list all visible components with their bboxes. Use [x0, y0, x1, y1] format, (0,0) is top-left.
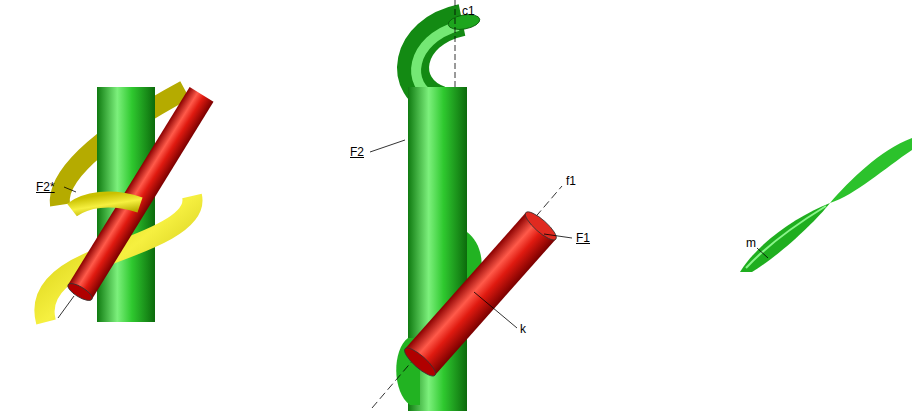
panel-two: [370, 0, 572, 411]
leader-line: [757, 248, 768, 258]
twist-highlight: [746, 206, 826, 268]
part-label: m: [746, 236, 756, 250]
axis-line: [58, 296, 74, 318]
twisted-lobe: [830, 138, 912, 203]
part-label: F2: [350, 145, 364, 159]
red-cylinder: [65, 87, 213, 304]
red-cylinder: [401, 208, 560, 380]
leader-line: [370, 140, 405, 152]
axis-line: [372, 186, 562, 408]
part-label: c1: [462, 4, 475, 18]
twisted-lobe: [740, 203, 830, 272]
yellow-band-front: [72, 200, 140, 210]
panel-one: [44, 87, 213, 322]
part-label: F2*: [36, 180, 55, 194]
part-label: k: [520, 322, 526, 336]
leader-line: [64, 187, 76, 192]
panel-three: [740, 138, 912, 272]
leader-line: [544, 234, 572, 238]
leader-line: [474, 292, 517, 328]
part-label: f1: [566, 174, 576, 188]
part-label: F1: [576, 231, 590, 245]
axis-line: [455, 0, 456, 88]
